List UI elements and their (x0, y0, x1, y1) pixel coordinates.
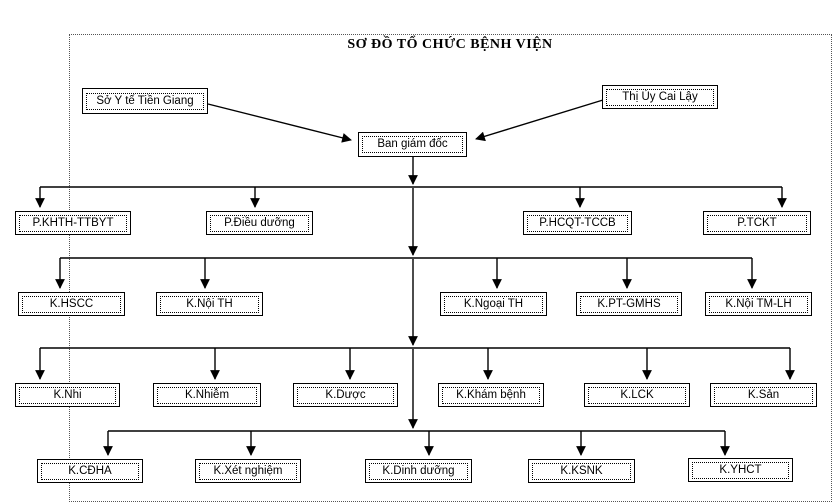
node-k-hscc: K.HSCC (18, 292, 125, 316)
node-label: K.HSCC (22, 295, 121, 313)
chart-title: SƠ ĐỒ TỔ CHỨC BỆNH VIỆN (347, 37, 553, 52)
node-label: K.LCK (588, 386, 686, 404)
node-label: K.Sản (714, 386, 813, 404)
node-label: K.CĐHA (41, 462, 139, 480)
node-k-ksnk: K.KSNK (528, 459, 635, 483)
node-label: P.TCKT (707, 214, 807, 232)
node-k-nhi: K.Nhi (15, 383, 120, 407)
node-p-tckt: P.TCKT (703, 211, 811, 235)
node-label: Thị Ủy Cai Lậy (606, 88, 714, 106)
node-label: K.Nhiễm (157, 386, 257, 404)
node-label: K.YHCT (692, 461, 789, 479)
node-k-nhiem: K.Nhiễm (153, 383, 261, 407)
edge-right-superior (475, 99, 604, 142)
node-k-yhct: K.YHCT (688, 458, 793, 482)
node-k-xet-nghiem: K.Xét nghiệm (195, 459, 301, 483)
node-k-noi-tm-lh: K.Nội TM-LH (705, 292, 812, 316)
node-k-san: K.Sản (710, 383, 817, 407)
node-label: K.Nội TH (160, 295, 259, 313)
node-so-y-te-tien-giang: Sở Y tế Tiền Giang (82, 88, 208, 114)
node-p-hcqt-tccb: P.HCQT-TCCB (523, 211, 632, 235)
node-thi-uy-cai-lay: Thị Ủy Cai Lậy (602, 85, 718, 109)
node-k-noi-th: K.Nội TH (156, 292, 263, 316)
node-p-dieu-duong: P.Điều dưỡng (206, 211, 313, 235)
node-k-kham-benh: K.Khám bệnh (438, 383, 544, 407)
node-label: K.Nhi (19, 386, 116, 404)
node-label: Ban giám đốc (362, 136, 463, 153)
node-k-lck: K.LCK (584, 383, 690, 407)
node-k-ngoai-th: K.Ngoại TH (440, 292, 547, 316)
node-label: Sở Y tế Tiền Giang (86, 92, 204, 110)
node-label: P.Điều dưỡng (210, 214, 309, 232)
node-label: K.KSNK (532, 462, 631, 480)
node-k-cdha: K.CĐHA (37, 459, 143, 483)
node-p-khth-ttbyt: P.KHTH-TTBYT (15, 211, 131, 235)
node-label: K.Ngoại TH (444, 295, 543, 313)
node-label: K.Khám bệnh (442, 386, 540, 404)
node-label: K.Dinh dưỡng (369, 462, 468, 480)
node-label: P.KHTH-TTBYT (19, 214, 127, 232)
node-k-dinh-duong: K.Dinh dưỡng (365, 459, 472, 483)
node-label: K.Dược (297, 386, 394, 404)
edge-left-superior (207, 103, 352, 143)
node-label: P.HCQT-TCCB (527, 214, 628, 232)
node-k-duoc: K.Dược (293, 383, 398, 407)
node-label: K.PT-GMHS (580, 295, 678, 313)
node-label: K.Nội TM-LH (709, 295, 808, 313)
node-label: K.Xét nghiệm (199, 462, 297, 480)
node-k-pt-gmhs: K.PT-GMHS (576, 292, 682, 316)
node-ban-giam-doc: Ban giám đốc (358, 132, 467, 157)
